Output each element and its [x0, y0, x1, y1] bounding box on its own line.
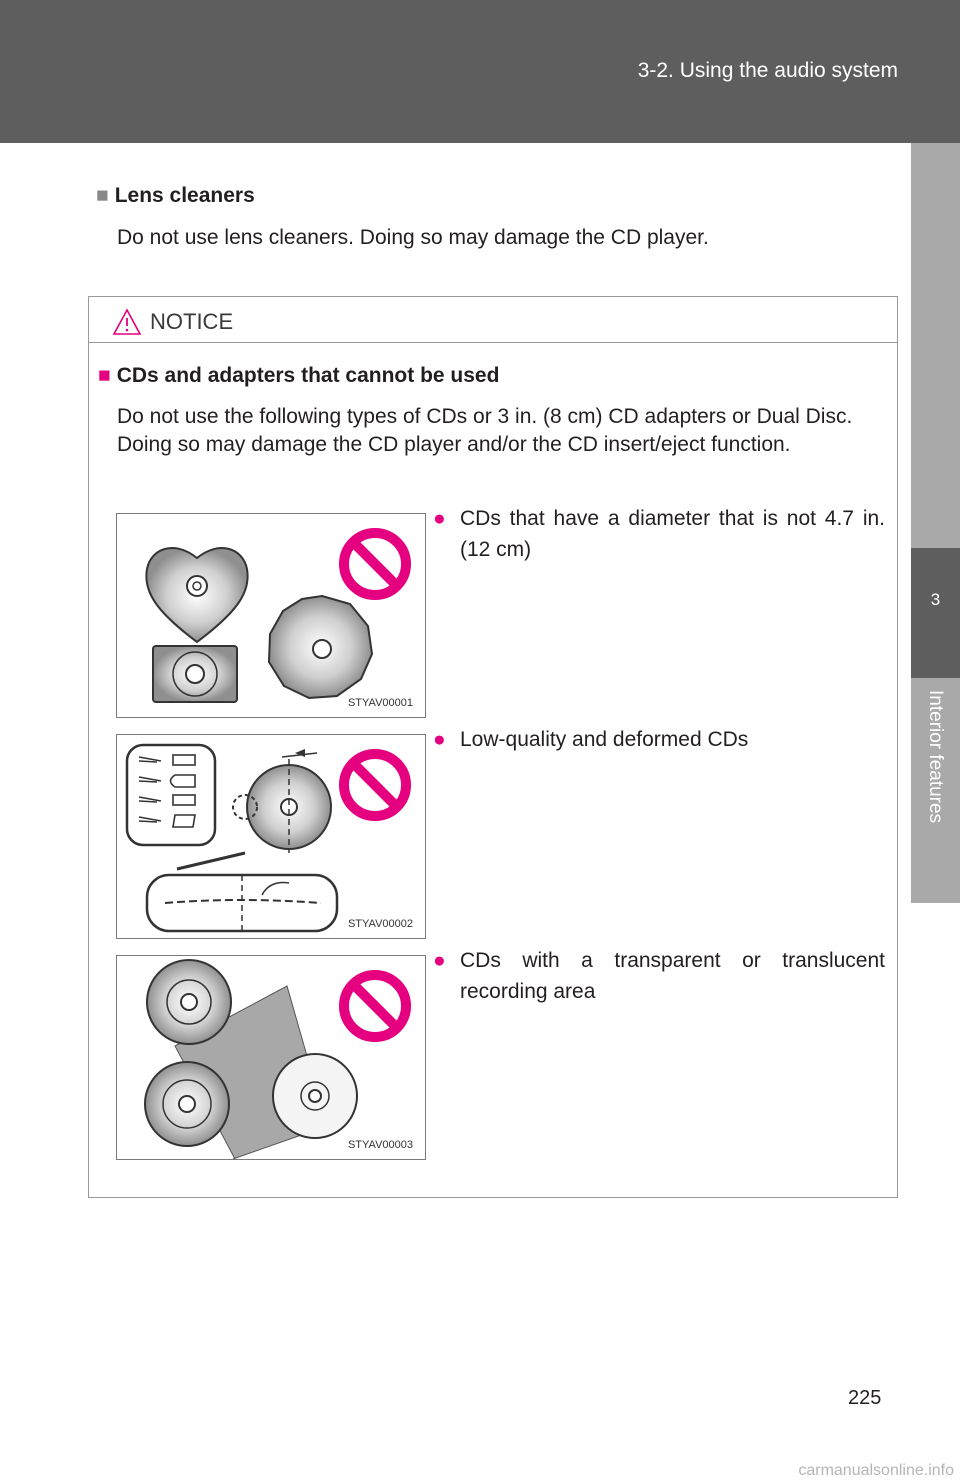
bullet-dot-icon: ● [433, 949, 446, 972]
section-heading: ■Lens cleaners [96, 184, 255, 208]
notice-subheading-text: CDs and adapters that cannot be used [116, 364, 500, 387]
warning-triangle-icon [112, 308, 142, 335]
list-item: ● Low-quality and deformed CDs [433, 724, 885, 755]
chapter-number: 3 [930, 590, 941, 609]
figure-code: STYAV00003 [347, 1139, 413, 1151]
notice-subheading: ■CDs and adapters that cannot be used [98, 364, 499, 388]
notice-box: NOTICE ■CDs and adapters that cannot be … [88, 296, 898, 1198]
list-item: ● CDs that have a diameter that is not 4… [433, 503, 885, 565]
notice-paragraph-line1: Do not use the following types of CDs or… [117, 405, 853, 428]
deformed-cds-illustration [125, 743, 411, 935]
figure-transparent-cds: STYAV00003 [116, 955, 426, 1160]
page-header: 3-2. Using the audio system [0, 0, 960, 143]
section-heading-text: Lens cleaners [114, 184, 255, 207]
list-item-text: CDs with a transparent or translucent re… [460, 949, 885, 1003]
list-item-text: Low-quality and deformed CDs [460, 728, 749, 751]
odd-shaped-cds-illustration [145, 528, 411, 703]
figure-code: STYAV00002 [347, 918, 413, 930]
header-title: 3-2. Using the audio system [637, 59, 898, 82]
watermark: carmanualsonline.info [798, 1462, 954, 1479]
square-bullet-icon: ■ [96, 184, 109, 207]
notice-header: NOTICE [89, 297, 897, 343]
figure-code: STYAV00001 [347, 697, 413, 709]
page-number: 225 [848, 1387, 882, 1409]
bullet-dot-icon: ● [433, 507, 446, 530]
list-item: ● CDs with a transparent or translucent … [433, 945, 885, 1007]
chapter-tab [911, 143, 960, 903]
notice-paragraph: Do not use the following types of CDs or… [117, 403, 889, 459]
transparent-cds-illustration [144, 959, 411, 1160]
section-text: Do not use lens cleaners. Doing so may d… [117, 226, 709, 249]
square-bullet-icon: ■ [98, 364, 111, 387]
chapter-label: Interior features [925, 690, 946, 824]
chapter-number-box [911, 548, 960, 678]
bullet-dot-icon: ● [433, 728, 446, 751]
figure-odd-shaped-cds: STYAV00001 [116, 513, 426, 718]
figure-deformed-cds: STYAV00002 [116, 734, 426, 939]
notice-paragraph-line2: Doing so may damage the CD player and/or… [117, 433, 791, 456]
list-item-text: CDs that have a diameter that is not 4.7… [460, 507, 885, 561]
notice-title: NOTICE [150, 309, 234, 334]
